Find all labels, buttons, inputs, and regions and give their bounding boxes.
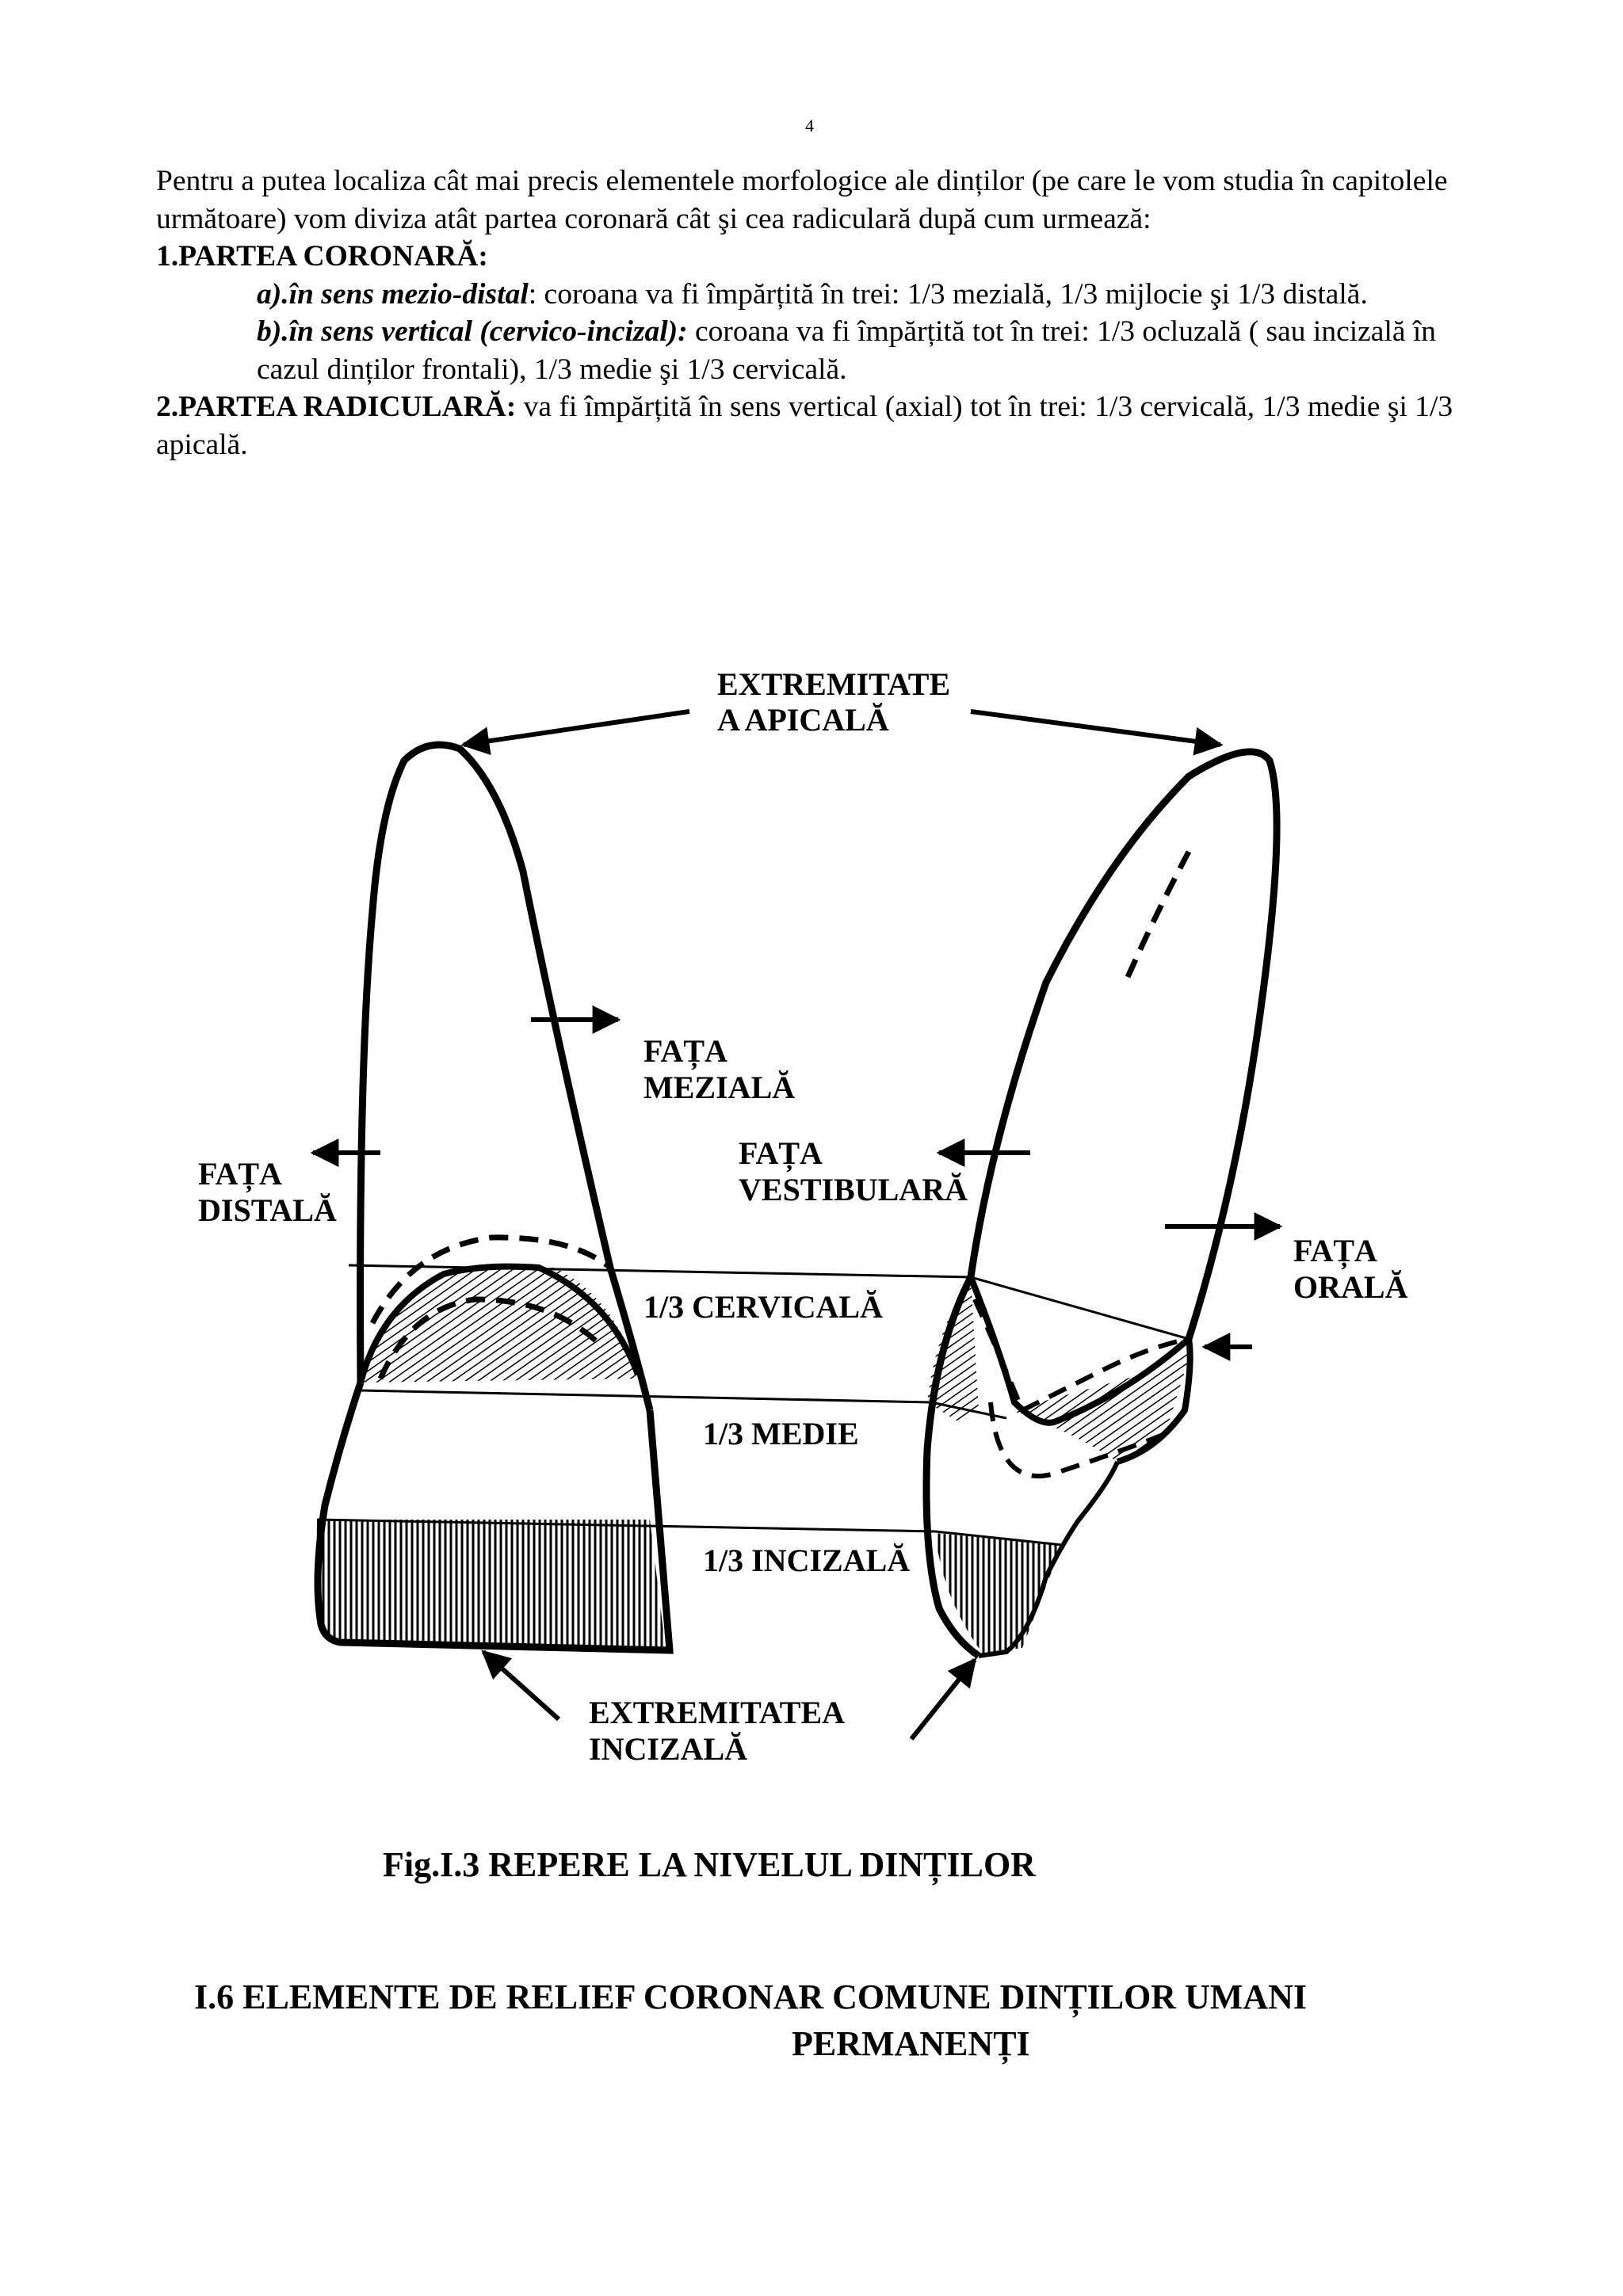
crown-division-a: a).în sens mezio-distal: coroana va fi î… [156, 276, 1487, 314]
label-apical-2: A APICALĂ [717, 702, 889, 738]
label-mesial-2: MEZIALĂ [643, 1070, 795, 1105]
label-incisal-1: EXTREMITATEA [589, 1695, 845, 1730]
label-apical-1: EXTREMITATE [717, 666, 950, 702]
label-mesial-1: FAȚA [643, 1033, 727, 1070]
right-tooth-outline [922, 748, 1281, 1659]
figure-caption: Fig.I.3 REPERE LA NIVELUL DINȚILOR [383, 1845, 1036, 1884]
section1-title: 1.PARTEA CORONARĂ: [156, 240, 488, 273]
crown-division-b-text: coroana va fi împărțită tot în trei: 1/3… [257, 315, 1437, 386]
label-incisal-2: INCIZALĂ [589, 1731, 747, 1767]
division-lines [316, 1264, 1190, 1547]
label-vestibular-2: VESTIBULARĂ [739, 1172, 968, 1207]
label-vestibular-1: FAȚA [739, 1135, 823, 1173]
crown-division-a-label: a).în sens mezio-distal [257, 277, 529, 311]
label-oral-1: FAȚA [1293, 1233, 1377, 1270]
intro-text: Pentru a putea localiza cât mai precis e… [156, 162, 1487, 463]
figure-labels: EXTREMITATE A APICALĂ FAȚA MEZIALĂ FAȚA … [198, 666, 1408, 1767]
label-oral-2: ORALĂ [1293, 1269, 1408, 1305]
section-heading-line1: I.6 ELEMENTE DE RELIEF CORONAR COMUNE DI… [194, 1978, 1308, 2016]
section-heading-line2: PERMANENȚI [792, 2024, 1030, 2063]
page-number: 4 [805, 116, 814, 135]
crown-division-b-label: b).în sens vertical (cervico-incizal): [257, 315, 688, 348]
label-distal-1: FAȚA [198, 1156, 282, 1193]
section2-title: 2.PARTEA RADICULARĂ: [156, 391, 517, 423]
label-third-middle: 1/3 MEDIE [703, 1416, 859, 1451]
crown-division-a-text: : coroana va fi împărțită în trei: 1/3 m… [528, 277, 1368, 311]
section2: 2.PARTEA RADICULARĂ: va fi împărțită în … [156, 388, 1487, 463]
label-third-incisal: 1/3 INCIZALĂ [703, 1543, 910, 1578]
label-distal-2: DISTALĂ [198, 1192, 337, 1228]
crown-division-b: b).în sens vertical (cervico-incizal): c… [156, 313, 1487, 388]
section-heading: I.6 ELEMENTE DE RELIEF CORONAR COMUNE DI… [194, 1974, 1307, 2067]
intro-paragraph: Pentru a putea localiza cât mai precis e… [156, 165, 1448, 235]
section2-text: va fi împărțită în sens vertical (axial)… [156, 391, 1453, 461]
figure-arrows [310, 709, 1283, 1741]
left-tooth-outline [314, 741, 674, 1654]
label-third-cervical: 1/3 CERVICALĂ [643, 1289, 883, 1325]
